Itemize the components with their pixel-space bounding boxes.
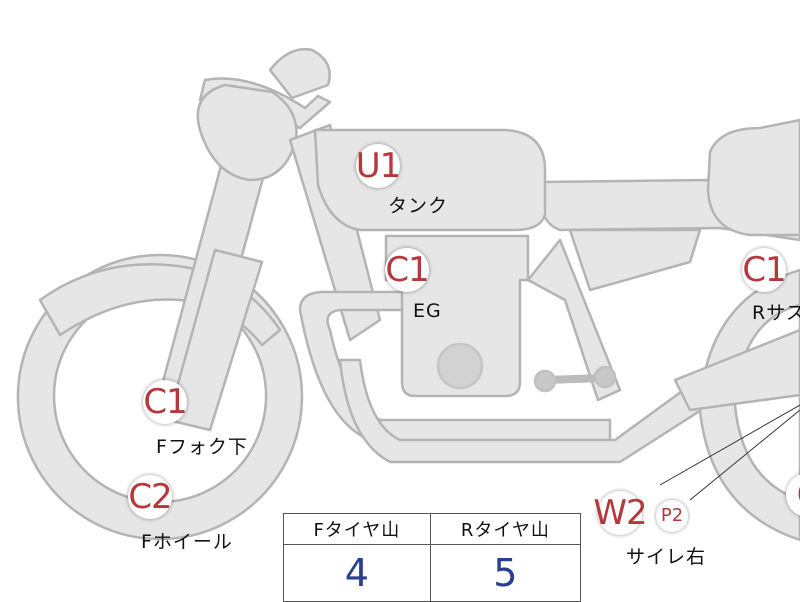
marker-p2-side-reflector: P2 [656, 500, 688, 532]
label-rear-suspension: Rサス [752, 302, 800, 324]
leader-line [689, 409, 800, 501]
tire-tread-table: Fタイヤ山 Rタイヤ山 4 5 [283, 513, 582, 602]
front-tread-header: Fタイヤ山 [283, 513, 431, 545]
fork-lower [166, 248, 264, 432]
front-tread-value: 4 [283, 544, 431, 602]
rear-frame [526, 238, 622, 402]
label-front-wheel: Fホイール [141, 531, 233, 553]
engine-cover [436, 342, 484, 390]
marker-u1-tank: U1 [355, 144, 401, 188]
marker-c-rear-wheel: C [786, 473, 800, 517]
foot-peg-left [533, 369, 557, 393]
rear-tread-value: 5 [429, 544, 582, 602]
marker-c1-rear-suspension: C1 [742, 248, 787, 292]
foot-peg-right [593, 365, 617, 389]
meter [268, 47, 331, 100]
marker-c1-front-fork: C1 [143, 380, 188, 424]
label-front-fork: Fフォク下 [156, 436, 248, 458]
marker-c1-engine: C1 [385, 248, 430, 292]
rear-tread-header: Rタイヤ山 [429, 513, 582, 545]
side-cover [568, 228, 702, 292]
rear-fender [706, 118, 800, 237]
label-engine: EG [413, 300, 442, 322]
marker-w2-side-reflector: W2 [593, 491, 648, 535]
headlight [196, 83, 298, 182]
exhaust-upper [338, 358, 722, 464]
label-tank: タンク [388, 195, 449, 217]
leader-line [659, 404, 800, 486]
marker-c2-front-wheel: C2 [128, 475, 173, 519]
label-side-reflector: サイレ右 [626, 546, 707, 568]
swing-arm [673, 328, 800, 412]
